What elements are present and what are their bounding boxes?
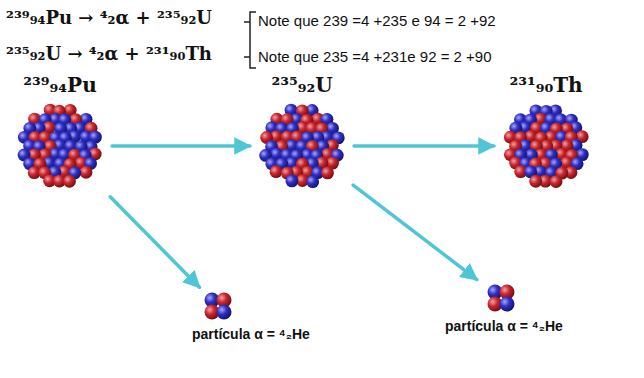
nucleus-node: ²³⁹₉₄Pu <box>12 72 108 194</box>
note-text: Note que 239 =4 +235 e 94 = 2 +92 <box>258 11 496 31</box>
nucleus-illustration <box>254 98 350 194</box>
proton <box>321 166 334 179</box>
isotope-label: ²³⁹₉₄Pu <box>23 72 96 98</box>
alpha-particle-node: partícula α = ⁴₂He <box>192 290 310 343</box>
neutron <box>217 305 232 320</box>
proton <box>270 165 283 178</box>
neutron <box>500 297 515 312</box>
nucleus-illustration <box>12 98 108 194</box>
decay-arrow <box>354 144 494 148</box>
isotope-label: ²³⁵₉₂U <box>271 72 332 98</box>
particle-label: partícula α = ⁴₂He <box>192 325 310 343</box>
nucleus-illustration <box>498 98 594 194</box>
equation: ²³⁹₉₄Pu → ⁴₂α + ²³⁵₉₂U <box>6 6 212 29</box>
decay-arrow <box>353 185 477 280</box>
alpha-particle-illustration <box>485 282 517 314</box>
proton <box>63 175 76 188</box>
equation: ²³⁵₉₂U → ⁴₂α + ²³¹₉₀Th <box>6 42 212 65</box>
nucleus-node: ²³⁵₉₂U <box>254 72 350 194</box>
neutron <box>285 174 298 187</box>
bracket <box>244 12 256 68</box>
neutron <box>306 175 319 188</box>
alpha-particle-node: partícula α = ⁴₂He <box>445 282 563 335</box>
particle-label: partícula α = ⁴₂He <box>445 317 563 335</box>
proton <box>550 175 563 188</box>
isotope-label: ²³¹₉₀Th <box>509 72 582 98</box>
proton <box>80 166 93 179</box>
decay-arrow <box>112 144 250 148</box>
decay-arrow <box>110 197 199 287</box>
proton <box>529 175 542 188</box>
alpha-particle-illustration <box>202 290 234 322</box>
nucleus-node: ²³¹₉₀Th <box>498 72 594 194</box>
note-text: Note que 235 =4 +231e 92 = 2 +90 <box>258 47 492 67</box>
